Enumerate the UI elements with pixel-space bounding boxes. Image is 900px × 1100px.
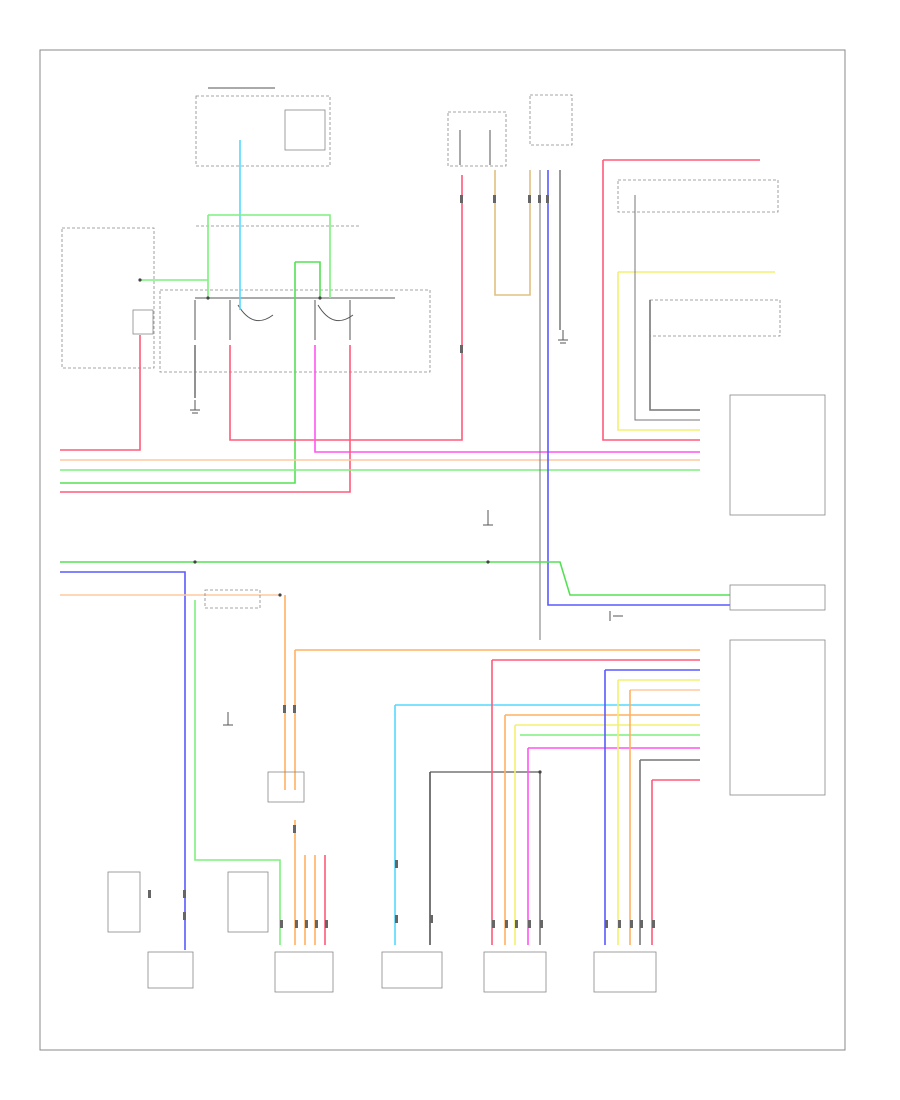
connector-pins	[148, 195, 655, 928]
fuse-box-top	[195, 87, 331, 167]
lower-harness-wires	[60, 561, 730, 950]
ground-symbols	[190, 330, 623, 726]
splice-dots	[138, 278, 542, 774]
diagram-frame	[39, 49, 846, 1051]
right-connectors	[617, 179, 826, 516]
top-harness-wires	[60, 140, 775, 640]
relay-module-left	[61, 227, 155, 369]
top-center-module	[447, 94, 573, 167]
lower-components	[107, 584, 826, 993]
